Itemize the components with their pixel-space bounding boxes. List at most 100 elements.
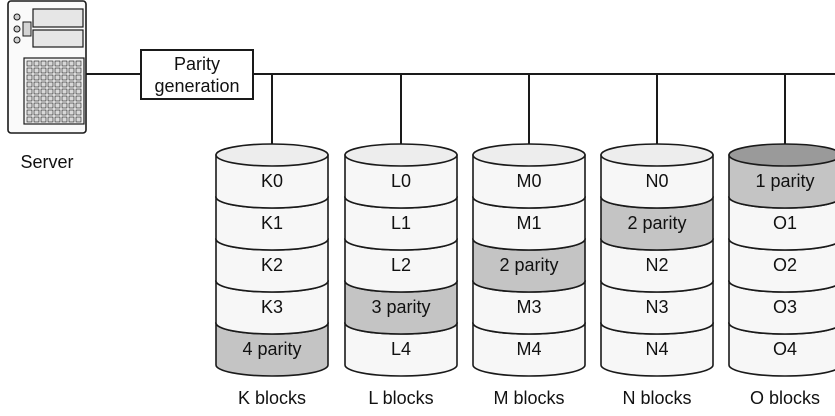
disk-label: N3 [645, 297, 668, 317]
vent-cell [54, 67, 61, 74]
vent-cell [26, 67, 33, 74]
vent-cell [33, 60, 40, 67]
disk-body [472, 238, 586, 293]
disk-label: N4 [645, 339, 668, 359]
vent-cell [40, 67, 47, 74]
vent-cell [40, 116, 47, 123]
server-icon [7, 0, 87, 134]
vent-cell [26, 109, 33, 116]
vent-cell [68, 60, 75, 67]
disk-top [344, 143, 458, 167]
disk-top [472, 143, 586, 167]
vent-cell [61, 74, 68, 81]
vent-cell [47, 88, 54, 95]
vent-cell [75, 88, 82, 95]
vent-cell [40, 81, 47, 88]
vent-cell [33, 102, 40, 109]
disk-label: O4 [773, 339, 797, 359]
vent-cell [33, 74, 40, 81]
disk-body [215, 238, 329, 293]
disk-label: O1 [773, 213, 797, 233]
disk-body [472, 322, 586, 377]
disk-label: K1 [261, 213, 283, 233]
vent-cell [33, 116, 40, 123]
vent-cell [61, 102, 68, 109]
vent-cell [26, 102, 33, 109]
disk-label: N2 [645, 255, 668, 275]
vent-cell [54, 88, 61, 95]
disk-body [344, 196, 458, 251]
vent-cell [40, 60, 47, 67]
disk-body [600, 322, 714, 377]
vent-cell [68, 95, 75, 102]
vent-cell [40, 74, 47, 81]
vent-cell [68, 88, 75, 95]
disk-label: K2 [261, 255, 283, 275]
disk-label: M0 [516, 171, 541, 191]
connection-lines [86, 73, 835, 150]
array-label: K blocks [238, 388, 306, 408]
disk-body [344, 280, 458, 335]
parity-generation-label-line1: Parity [174, 54, 220, 74]
vent-cell [33, 81, 40, 88]
vent-cell [47, 116, 54, 123]
vent-cell [47, 95, 54, 102]
vent-cell [33, 95, 40, 102]
disk-label: 2 parity [499, 255, 558, 275]
vent-cell [75, 95, 82, 102]
vent-cell [75, 102, 82, 109]
disk-body [728, 196, 835, 251]
vent-cell [68, 74, 75, 81]
vent-cell [26, 81, 33, 88]
vent-cell [68, 116, 75, 123]
array-label: O blocks [750, 388, 820, 408]
array-label: M blocks [493, 388, 564, 408]
vent-cell [61, 109, 68, 116]
disk-label: K0 [261, 171, 283, 191]
disk-label: 4 parity [242, 339, 301, 359]
disk-body [600, 238, 714, 293]
vent-cell [33, 67, 40, 74]
vent-cell [75, 74, 82, 81]
vent-cell [61, 60, 68, 67]
disk-label: L0 [391, 171, 411, 191]
vent-cell [54, 95, 61, 102]
data-disk: L0 [344, 143, 458, 209]
disk-body [215, 196, 329, 251]
disk-body [600, 154, 714, 209]
vent-cell [47, 109, 54, 116]
disk-label: 2 parity [627, 213, 686, 233]
vent-cell [47, 74, 54, 81]
vent-cell [33, 88, 40, 95]
vent-cell [68, 109, 75, 116]
vent-cell [33, 109, 40, 116]
vent-cell [47, 102, 54, 109]
vent-cell [61, 95, 68, 102]
vent-cell [61, 67, 68, 74]
array-label: N blocks [622, 388, 691, 408]
disk-label: 1 parity [755, 171, 814, 191]
parity-generation-box: Parity generation [140, 49, 254, 100]
data-disk: N0 [600, 143, 714, 209]
vent-cell [61, 88, 68, 95]
disk-body [344, 238, 458, 293]
vent-cell [26, 95, 33, 102]
disk-label: M3 [516, 297, 541, 317]
data-disk: M0 [472, 143, 586, 209]
vent-cell [26, 60, 33, 67]
vent-cell [40, 95, 47, 102]
disk-body [472, 280, 586, 335]
server-vent-grid [26, 60, 82, 123]
disk-top [728, 143, 835, 167]
disk-body [215, 280, 329, 335]
disk-body [472, 154, 586, 209]
disk-body [344, 322, 458, 377]
disk-body [728, 322, 835, 377]
disk-label: M1 [516, 213, 541, 233]
